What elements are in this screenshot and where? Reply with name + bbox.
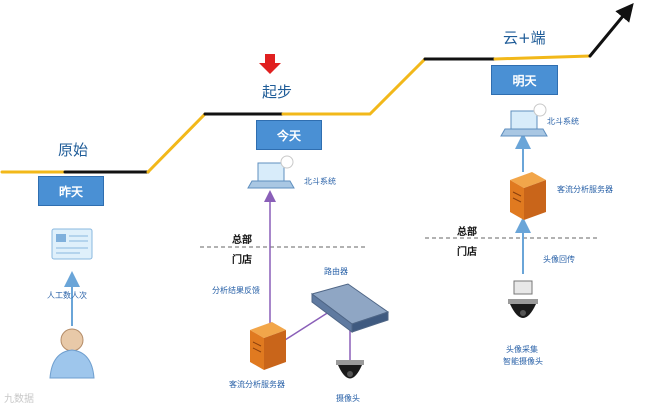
right-hq-label: 总部 xyxy=(457,227,477,238)
start-label: 起步 xyxy=(262,83,293,101)
middle-store-label: 门店 xyxy=(232,255,252,266)
watermark: 九数据 xyxy=(4,394,34,405)
server-router-link xyxy=(284,309,333,341)
right-laptop-icon xyxy=(500,103,548,137)
capture-label-1: 头像采集 xyxy=(506,345,538,354)
origin-label: 原始 xyxy=(58,141,89,159)
middle-hq-label: 总部 xyxy=(232,235,252,246)
tomorrow-box: 明天 xyxy=(491,65,558,95)
manual-screen-icon xyxy=(51,228,93,260)
middle-server-icon xyxy=(250,322,286,370)
person-icon xyxy=(49,328,95,379)
right-server-label: 客流分析服务器 xyxy=(557,185,613,194)
right-beidou-label: 北斗系统 xyxy=(547,117,579,126)
router-icon xyxy=(310,283,390,333)
feedback-label: 分析结果反馈 xyxy=(212,286,260,295)
middle-beidou-label: 北斗系统 xyxy=(304,177,336,186)
camera-label: 摄像头 xyxy=(336,394,360,403)
right-server-icon xyxy=(510,172,546,220)
start-arrow-icon xyxy=(259,54,281,74)
cloud-label: 云+端 xyxy=(503,29,546,47)
manual-count-label: 人工数人次 xyxy=(47,291,87,300)
middle-server-label: 客流分析服务器 xyxy=(229,380,285,389)
router-label: 路由器 xyxy=(324,267,348,276)
right-store-label: 门店 xyxy=(457,247,477,258)
yesterday-box: 昨天 xyxy=(38,176,104,206)
progress-curve xyxy=(0,3,634,174)
today-box: 今天 xyxy=(256,120,322,150)
right-camera-icon xyxy=(508,280,538,318)
capture-label-2: 智能摄像头 xyxy=(503,357,543,366)
upload-label: 头像回传 xyxy=(543,255,575,264)
middle-laptop-icon xyxy=(247,155,295,189)
middle-camera-icon xyxy=(336,360,364,379)
